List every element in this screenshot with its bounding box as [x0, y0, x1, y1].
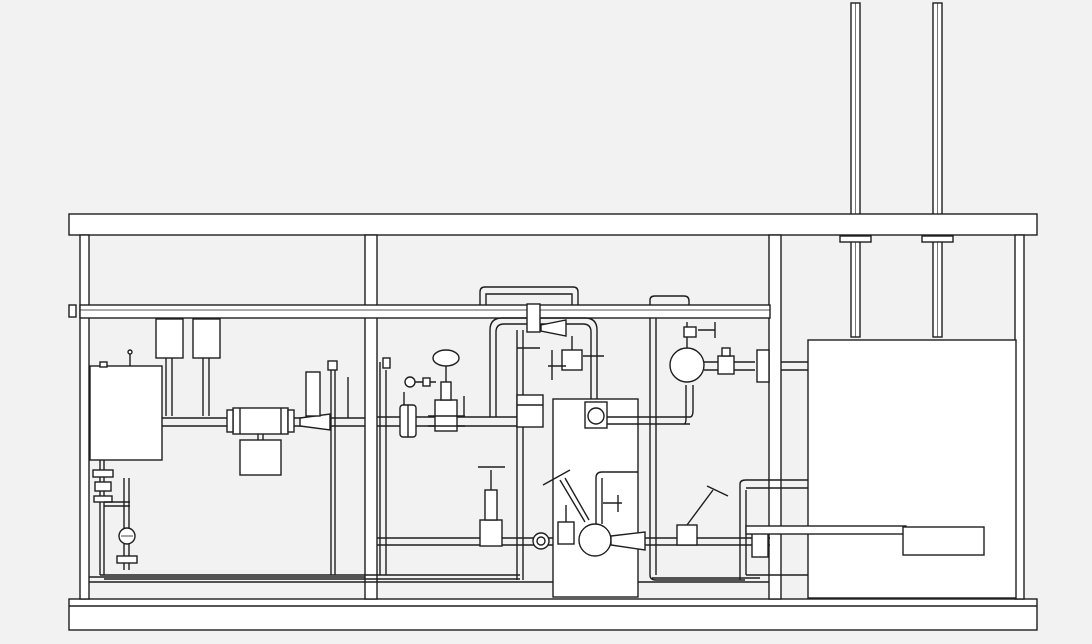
drain-line-left	[92, 460, 170, 580]
filter-canister-right	[192, 318, 221, 359]
burner-nozzle-rail	[745, 525, 907, 535]
frame-roof-beam	[68, 213, 1038, 236]
frame-column-3	[768, 234, 782, 600]
frame-column-2	[364, 234, 378, 600]
main-gas-line	[162, 360, 540, 575]
filter-drain-pot	[239, 439, 282, 476]
handwheel-main	[432, 349, 460, 367]
control-panel-box	[89, 365, 163, 461]
frame-base-beam	[68, 598, 1038, 631]
separator-vessel-right	[669, 347, 705, 383]
stack-flange-left	[839, 235, 872, 243]
burner-head-box	[902, 526, 985, 556]
burner-cabinet	[745, 339, 1017, 599]
vent-stacks	[839, 2, 954, 338]
mixing-chamber	[578, 523, 612, 557]
filter-canister-left	[155, 318, 184, 359]
right-pipe-loop	[649, 295, 808, 581]
control-panel-group	[89, 318, 221, 461]
pressure-gauge-mid	[404, 376, 416, 388]
gas-filter-horizontal	[232, 407, 289, 435]
stack-flange-right	[921, 235, 954, 243]
skid-frame	[68, 213, 1038, 631]
main-shutoff-valve	[379, 349, 465, 575]
drain-collector	[170, 574, 760, 580]
central-vessel	[552, 398, 690, 598]
burner-cabinet-box	[807, 339, 1017, 599]
lower-header	[377, 466, 808, 580]
frame-column-1	[79, 234, 90, 600]
frame-mid-beam	[79, 304, 771, 319]
